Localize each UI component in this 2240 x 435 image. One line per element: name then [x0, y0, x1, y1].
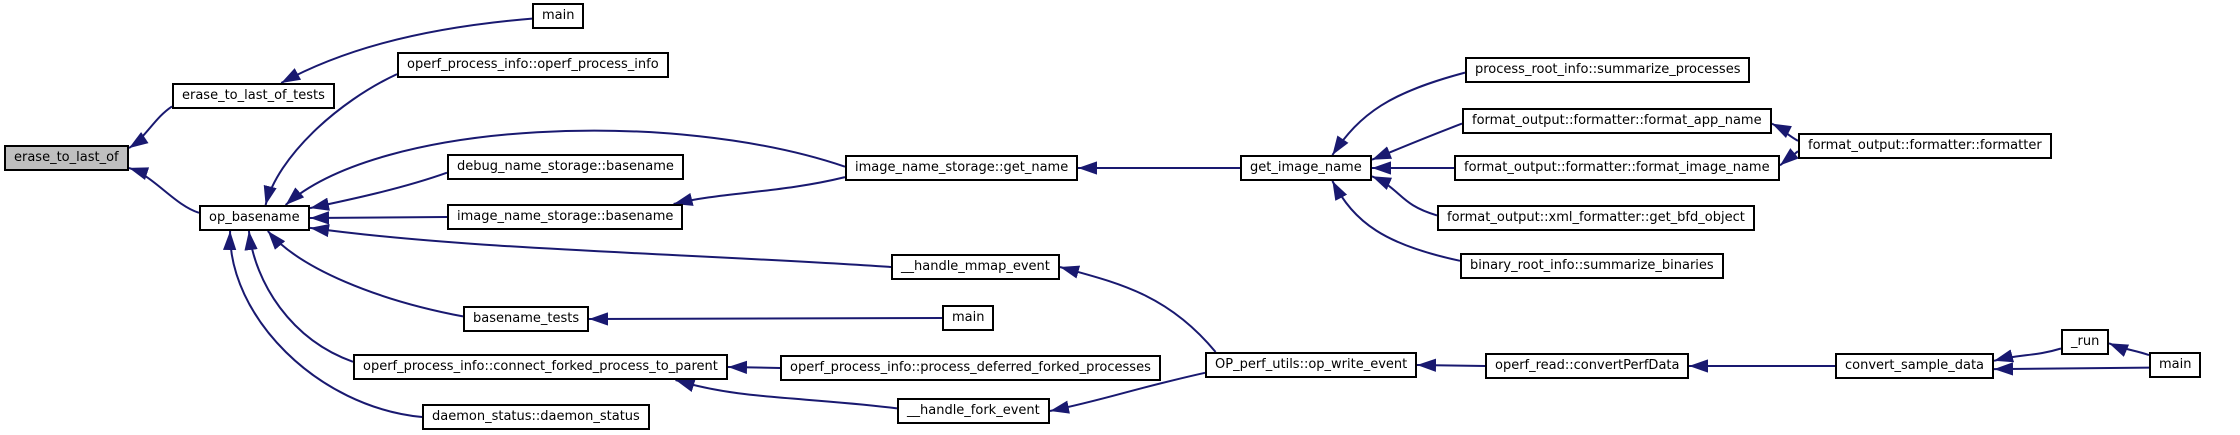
node-run[interactable]: _run — [2061, 329, 2110, 355]
edge-formatter_ctor-format_app_name — [1771, 122, 1799, 142]
edge-main_2-basename_tests — [588, 312, 943, 326]
node-op_basename[interactable]: op_basename — [199, 205, 310, 231]
edge-main_3-run — [2108, 342, 2150, 357]
node-image_basename[interactable]: image_name_storage::basename — [447, 204, 684, 230]
edge-image_get_name-image_basename — [673, 176, 846, 206]
node-convert_sample_data[interactable]: convert_sample_data — [1835, 353, 1995, 379]
edge-connect_forked-op_basename — [244, 230, 354, 363]
edge-handle_mmap_event-op_basename — [309, 223, 892, 268]
edge-op_basename-erase_to_last_of — [128, 166, 200, 214]
edge-format_app_name-get_image_name — [1371, 122, 1463, 161]
node-summarize_binaries[interactable]: binary_root_info::summarize_binaries — [1460, 253, 1724, 279]
node-get_bfd_object[interactable]: format_output::xml_formatter::get_bfd_ob… — [1437, 205, 1755, 231]
edge-process_deferred-connect_forked — [727, 360, 781, 375]
node-main_1[interactable]: main — [532, 3, 585, 29]
node-image_get_name[interactable]: image_name_storage::get_name — [845, 155, 1079, 181]
edge-summarize_processes-get_image_name — [1331, 71, 1466, 156]
node-main_2[interactable]: main — [942, 305, 995, 331]
edge-erase_to_last_of_tests-erase_to_last_of — [128, 105, 173, 149]
node-operf_process_info_ctor[interactable]: operf_process_info::operf_process_info — [397, 52, 669, 78]
node-format_app_name[interactable]: format_output::formatter::format_app_nam… — [1462, 108, 1772, 134]
node-erase_to_last_of_tests[interactable]: erase_to_last_of_tests — [172, 83, 335, 109]
edge-get_bfd_object-get_image_name — [1371, 175, 1438, 217]
edge-op_write_event-handle_fork_event — [1049, 371, 1206, 414]
edge-image_get_name-op_basename — [284, 129, 846, 206]
node-daemon_status[interactable]: daemon_status::daemon_status — [422, 404, 650, 430]
node-main_3[interactable]: main — [2149, 352, 2202, 378]
edge-main_1-erase_to_last_of_tests — [280, 17, 533, 84]
edge-formatter_ctor-format_image_name — [1779, 148, 1799, 167]
edge-summarize_binaries-get_image_name — [1331, 180, 1461, 262]
node-handle_mmap_event[interactable]: __handle_mmap_event — [891, 254, 1060, 280]
edge-run-convert_sample_data — [1993, 347, 2062, 363]
node-convert_perf_data[interactable]: operf_read::convertPerfData — [1485, 353, 1690, 379]
edge-handle_fork_event-connect_forked — [675, 379, 898, 410]
node-op_write_event[interactable]: OP_perf_utils::op_write_event — [1205, 352, 1418, 378]
edge-op_write_event-handle_mmap_event — [1059, 265, 1217, 353]
node-get_image_name[interactable]: get_image_name — [1240, 155, 1372, 181]
edge-daemon_status-op_basename — [223, 230, 423, 418]
edge-basename_tests-op_basename — [267, 230, 464, 318]
node-handle_fork_event[interactable]: __handle_fork_event — [897, 398, 1050, 424]
edge-operf_process_info_ctor-op_basename — [263, 73, 398, 206]
node-erase_to_last_of: erase_to_last_of — [4, 145, 129, 171]
node-formatter_ctor[interactable]: format_output::formatter::formatter — [1798, 133, 2052, 159]
edge-debug_basename-op_basename — [309, 171, 448, 211]
node-format_image_name[interactable]: format_output::formatter::format_image_n… — [1454, 155, 1780, 181]
node-connect_forked[interactable]: operf_process_info::connect_forked_proce… — [353, 354, 728, 380]
edge-main_3-convert_sample_data — [1993, 362, 2150, 376]
edge-convert_perf_data-op_write_event — [1416, 358, 1486, 372]
node-process_deferred[interactable]: operf_process_info::process_deferred_for… — [780, 355, 1161, 381]
node-debug_basename[interactable]: debug_name_storage::basename — [447, 154, 684, 180]
node-summarize_processes[interactable]: process_root_info::summarize_processes — [1465, 57, 1751, 83]
edge-image_basename-op_basename — [309, 211, 448, 225]
node-basename_tests[interactable]: basename_tests — [463, 306, 590, 332]
